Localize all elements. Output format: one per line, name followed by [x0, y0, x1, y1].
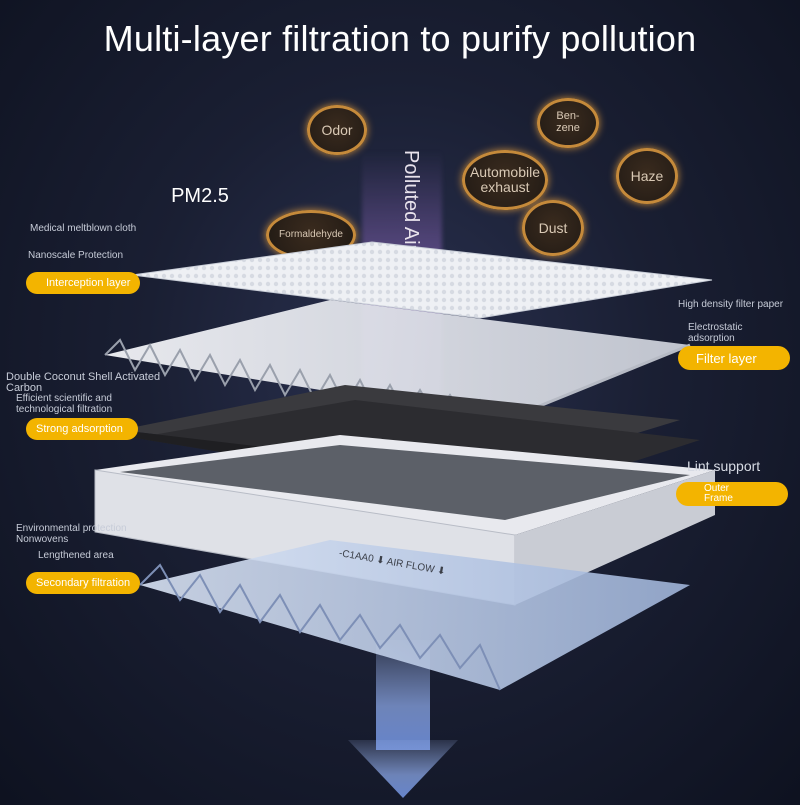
interception-layer-badge: Interception layer [26, 272, 140, 294]
secondary-filtration-badge: Secondary filtration [26, 572, 140, 594]
adsorption-material: Double Coconut Shell Activated Carbon [6, 371, 161, 394]
outer-frame-label: Outer Frame [704, 483, 733, 504]
filter-feature: Electrostatic adsorption [688, 322, 743, 344]
odor-label: Odor [321, 121, 353, 138]
lint-support-title: Lint support [687, 458, 761, 474]
benzene-label: Ben- zene [556, 110, 580, 134]
automobile-exhaust-bubble: Automobile exhaust [462, 150, 548, 210]
interception-feature: Nanoscale Protection [28, 250, 124, 261]
dust-label: Dust [538, 219, 568, 236]
secondary-filtration-label: Secondary filtration [36, 577, 131, 589]
outer-frame-badge: Outer Frame [676, 482, 788, 506]
automobile-exhaust-label: Automobile exhaust [469, 164, 541, 195]
polluted-air-label: Polluted Air [400, 150, 422, 252]
strong-adsorption-badge: Strong adsorption [26, 418, 138, 440]
dust-bubble: Dust [522, 200, 584, 256]
formaldehyde-label: Formaldehyde [279, 228, 343, 240]
interception-mesh [131, 241, 713, 319]
pm25-label: PM2.5 [171, 184, 229, 207]
filter-material: High density filter paper [678, 299, 784, 310]
filter-layer-badge: Filter layer [678, 346, 790, 370]
strong-adsorption-label: Strong adsorption [36, 423, 123, 435]
odor-bubble: Odor [307, 105, 367, 155]
interception-layer-label: Interception layer [46, 277, 131, 289]
interception-material: Medical meltblown cloth [30, 223, 137, 234]
secondary-feature: Lengthened area [38, 550, 114, 561]
page-title: Multi-layer filtration to purify polluti… [103, 18, 697, 59]
secondary-material: Environmental protection Nonwovens [16, 523, 127, 545]
haze-label: Haze [630, 167, 664, 184]
filter-layer-label: Filter layer [696, 350, 757, 366]
adsorption-feature: Efficient scientific and technological f… [16, 393, 113, 415]
secondary-nonwoven [139, 540, 690, 691]
outer-frame [94, 435, 715, 606]
benzene-bubble: Ben- zene [537, 98, 599, 148]
haze-bubble: Haze [616, 148, 678, 204]
